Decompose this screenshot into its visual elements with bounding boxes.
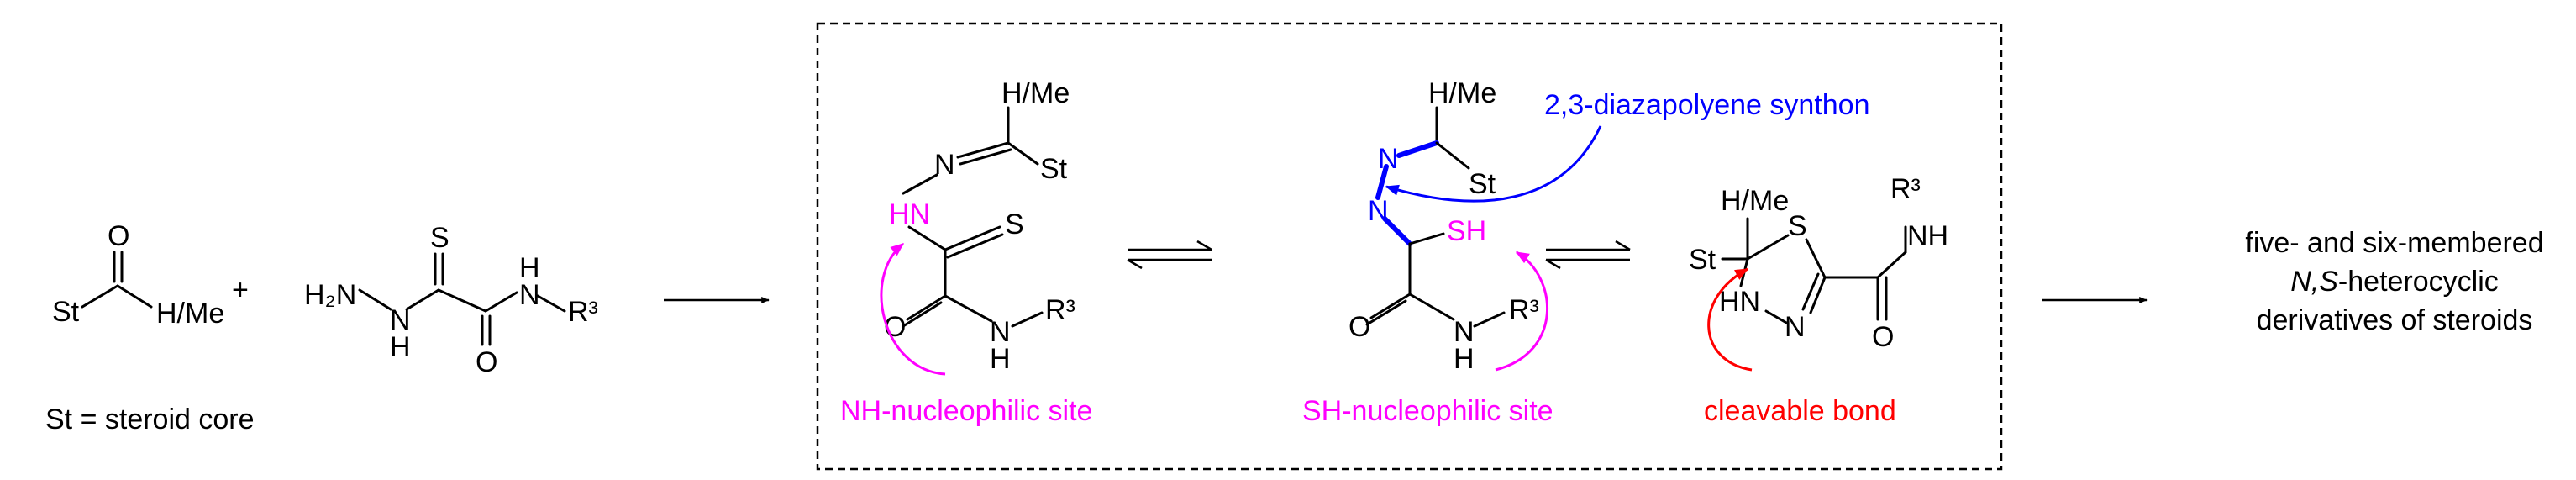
product-ns-italic: N,S [2290, 266, 2338, 298]
h-me-label: H/Me [1428, 77, 1496, 109]
azine-n1-label: N [1378, 143, 1399, 175]
tautomer-box [816, 22, 2003, 471]
h-me-label: H/Me [156, 298, 224, 330]
amide-h-label: H [1454, 343, 1475, 375]
imine-n-label: N [934, 149, 955, 181]
product-line-1: five- and six-membered [2245, 227, 2543, 259]
amide-nh-label: NH [1907, 220, 1948, 252]
nh-site-caption: NH-nucleophilic site [840, 395, 1092, 427]
thiadiazoline-structure: H/Me R³ St S NH HN N O cleavable bond [1689, 173, 1948, 427]
ring-s-label: S [1788, 210, 1807, 242]
oxygen-label: O [108, 220, 129, 252]
amide-o-label: O [1872, 321, 1894, 353]
amide-n-label: N [519, 279, 540, 311]
steroid-label: St [1469, 168, 1496, 200]
equilibrium-arrows-2 [1545, 240, 1631, 270]
aldehyde-structure: O St H/Me + St = steroid core [45, 220, 255, 435]
amide-h-label: H [519, 252, 540, 284]
product-line-2: N,S-heterocyclic [2290, 266, 2499, 298]
cleavage-arrow [1707, 267, 1753, 372]
thiohydrazone-structure: H/Me N St HN S O N H R³ NH-nucleophilic … [840, 77, 1092, 427]
h2n-label: H₂N [304, 279, 356, 311]
synthon-label: 2,3-diazapolyene synthon [1544, 89, 1870, 121]
product-line-3: derivatives of steroids [2257, 304, 2533, 336]
h-me-label: H/Me [1001, 77, 1070, 109]
thione-s-label: S [430, 222, 449, 254]
nh-attack-arrow [880, 242, 946, 376]
steroid-core-legend: St = steroid core [45, 404, 255, 435]
thiohydrazide-structure: S H₂N N H O N H R³ [304, 222, 598, 378]
product-description: five- and six-membered N,S-heterocyclic … [2245, 227, 2543, 336]
plus-sign: + [232, 274, 249, 306]
r3-label: R³ [1509, 294, 1539, 326]
diazapolyene-structure: H/Me N St N SH O N H R³ SH-nucleophilic … [1302, 77, 1870, 427]
h-me-label: H/Me [1721, 185, 1789, 217]
azine-n2-label: N [1368, 195, 1389, 227]
amide-o-label: O [1348, 311, 1370, 343]
r3-label: R³ [1045, 294, 1075, 326]
r3-label: R³ [1890, 173, 1921, 205]
thione-s-label: S [1005, 208, 1024, 240]
hydrazide-h-label: H [390, 331, 411, 363]
hn-nucleophile-label: HN [889, 198, 930, 230]
ring-hn-label: HN [1719, 286, 1760, 318]
equilibrium-arrows-1 [1127, 240, 1212, 270]
hydrazide-n-label: N [390, 304, 411, 336]
sh-nucleophile-label: SH [1447, 215, 1486, 247]
steroid-label: St [1689, 244, 1716, 276]
amide-n-label: N [990, 316, 1011, 348]
synthon-arrow [1385, 125, 1602, 203]
sh-attack-arrow [1495, 251, 1548, 372]
cleavable-bond-caption: cleavable bond [1704, 395, 1896, 427]
steroid-label: St [1040, 153, 1068, 185]
amide-o-label: O [476, 346, 497, 378]
amide-h-label: H [990, 343, 1011, 375]
sh-site-caption: SH-nucleophilic site [1302, 395, 1553, 427]
r3-label: R³ [568, 296, 598, 328]
steroid-label: St [52, 296, 80, 328]
product-line-2-rest: -heterocyclic [2338, 266, 2499, 298]
amide-n-label: N [1454, 316, 1475, 348]
ring-n-label: N [1785, 311, 1806, 343]
